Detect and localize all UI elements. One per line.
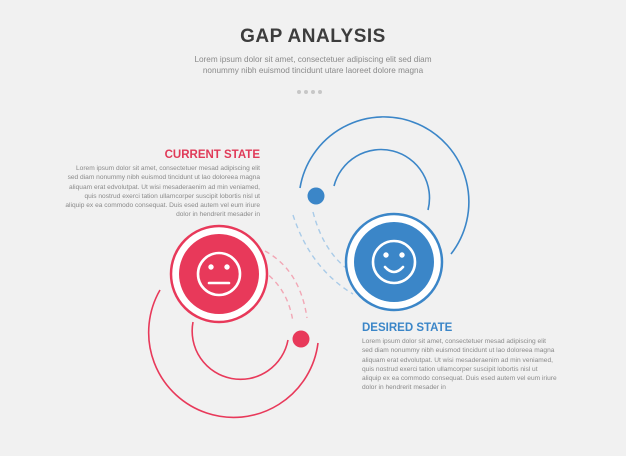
smiley-face-icon — [371, 239, 417, 285]
page-title: GAP ANALYSIS — [240, 26, 386, 47]
current-outer-arc — [147, 289, 319, 419]
desired-end-dot — [307, 187, 325, 205]
current-dashed-link-inner — [261, 269, 294, 323]
page-subtitle: Lorem ipsum dolor sit amet, consectetuer… — [194, 55, 432, 75]
desired-state-heading: DESIRED STATE — [362, 322, 453, 334]
current-inner-arc — [191, 321, 289, 381]
current-state-node — [169, 224, 269, 324]
current-dashed-link — [264, 250, 308, 319]
desired-state-text: Lorem ipsum dolor sit amet, consectetuer… — [362, 338, 557, 392]
neutral-face-icon — [196, 251, 242, 297]
page-dots — [297, 90, 322, 94]
desired-inner-arc — [333, 148, 431, 211]
current-end-dot — [292, 330, 310, 348]
desired-state-node — [344, 212, 444, 312]
desired-dashed-link — [292, 214, 354, 295]
current-state-heading: CURRENT STATE — [164, 149, 260, 161]
current-state-text: Lorem ipsum dolor sit amet, consectetuer… — [65, 165, 260, 219]
desired-outer-arc — [299, 116, 470, 255]
